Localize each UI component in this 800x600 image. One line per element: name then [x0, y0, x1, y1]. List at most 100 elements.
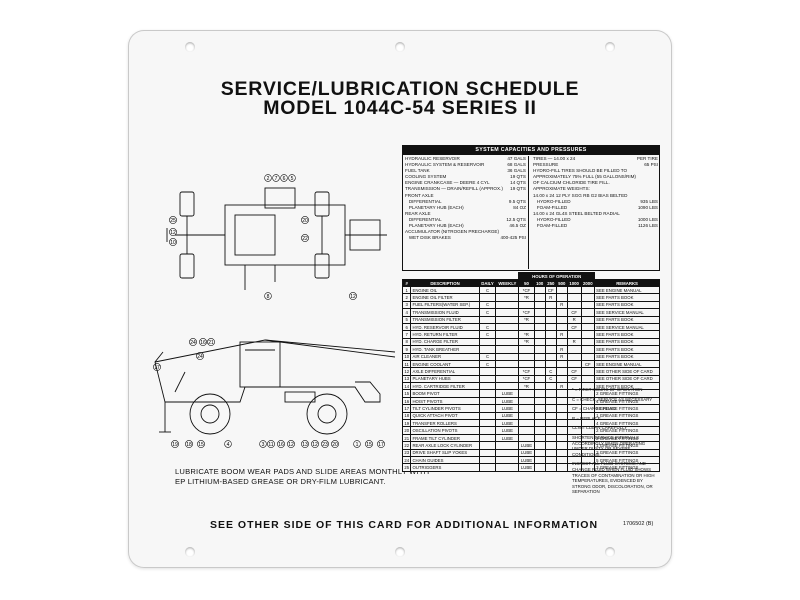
capacity-label: HYDRAULIC SYSTEM & RESERVOIR: [405, 162, 485, 168]
table-cell: DRIVE SHAFT SLIP YOKES: [410, 448, 480, 458]
table-cell: [555, 285, 568, 295]
table-cell: [533, 345, 546, 354]
table-cell: AIR CLEANER: [410, 352, 480, 361]
table-cell: [478, 441, 497, 450]
table-cell: [544, 359, 557, 369]
table-cell: [495, 382, 520, 391]
callout-number: 24: [197, 354, 203, 360]
system-capacities-panel: SYSTEM CAPACITIES AND PRESSURES HYDRAULI…: [402, 145, 660, 271]
table-cell: 1: [401, 285, 412, 295]
callout-circle: [365, 440, 373, 448]
capacity-label: ENGINE CRANKCASE — DEERE 4 CYL: [405, 180, 490, 186]
table-cell: AXLE DIFFERENTIAL: [410, 367, 480, 376]
table-cell: [544, 337, 557, 347]
callout-number: 17: [378, 442, 384, 448]
table-cell: [518, 352, 535, 361]
callout-number: 22: [302, 236, 308, 242]
table-cell: [544, 396, 557, 406]
top-view-diagram: 2 7 6 5 25 12 10 20 22 8 12: [166, 174, 387, 300]
table-cell: SEE OTHER SIDE OF CARD: [594, 367, 660, 376]
table-cell: REAR AXLE LOCK CYLINDER: [410, 441, 480, 450]
capacity-value: 65 PSI: [644, 162, 658, 168]
callout-circle: [197, 440, 205, 448]
table-cell: [544, 411, 557, 421]
table-cell: [533, 293, 546, 302]
table-cell: [544, 419, 557, 428]
table-cell: CHAIN GUIDES: [410, 455, 480, 465]
table-cell: LUBE: [495, 426, 520, 435]
capacity-label: PLANETARY HUB (EACH): [405, 204, 464, 210]
capacity-label: PLANETARY HUB (EACH): [405, 223, 464, 229]
table-cell: [495, 322, 520, 332]
table-cell: *R: [518, 293, 535, 302]
table-cell: HOIST PIVOTS: [410, 396, 480, 406]
table-cell: SEE PARTS BOOK: [594, 352, 660, 361]
table-cell: TRANSMISSION FILTER: [410, 315, 480, 324]
table-cell: 21: [401, 433, 412, 443]
table-cell: [495, 293, 520, 302]
table-cell: C: [478, 322, 497, 332]
column-header: 50: [518, 279, 535, 287]
mounting-hole: [395, 42, 405, 52]
callout-circle: [267, 440, 275, 448]
table-cell: [555, 308, 568, 317]
callout-number: 1: [356, 442, 359, 448]
table-cell: LUBE: [518, 463, 535, 472]
table-cell: [478, 315, 497, 324]
callout-circle: [169, 228, 177, 236]
table-cell: [533, 330, 546, 339]
table-cell: [544, 448, 557, 458]
table-cell: HYD. CHARGE FILTER: [410, 337, 480, 347]
table-cell: 3: [401, 300, 412, 310]
capacity-label: FOAM-FILLED: [533, 204, 568, 210]
table-cell: SEE SERVICE MANUAL: [594, 322, 660, 332]
header-spacer: [594, 272, 660, 280]
table-cell: 3 GREASE FITTINGS: [594, 463, 660, 472]
column-header: 100: [533, 279, 546, 287]
table-cell: *R: [518, 315, 535, 324]
capacity-row: PLANETARY HUB (EACH)84 OZ: [405, 205, 526, 211]
table-cell: [555, 389, 568, 398]
table-cell: 12: [401, 367, 412, 376]
table-cell: CF: [580, 359, 596, 369]
table-cell: [533, 396, 546, 406]
capacity-value: 19 QTS: [510, 186, 526, 192]
callout-number: 25: [170, 218, 176, 224]
table-cell: SEE OTHER SIDE OF CARD: [594, 374, 660, 384]
table-cell: [495, 352, 520, 361]
table-cell: [518, 404, 535, 413]
table-cell: [478, 448, 497, 458]
table-cell: [580, 285, 596, 295]
callout-circle: [301, 234, 309, 242]
table-cell: [580, 322, 596, 332]
callout-number: 16: [278, 442, 284, 448]
capacity-label: HYDRO-FILLED: [533, 198, 571, 204]
callout-circle: [377, 440, 385, 448]
table-cell: LUBE: [495, 433, 520, 443]
table-cell: [495, 345, 520, 354]
table-cell: [544, 315, 557, 324]
table-cell: [495, 367, 520, 376]
callout-number: 20: [332, 442, 338, 448]
table-cell: [533, 411, 546, 421]
capacity-value: 19 QTS: [510, 174, 526, 180]
table-cell: [555, 448, 568, 458]
capacity-value: 9.5 QTS: [508, 198, 526, 204]
table-cell: CF: [566, 308, 582, 317]
footer-note: SEE OTHER SIDE OF THIS CARD FOR ADDITION…: [210, 519, 599, 531]
capacity-label: APPROXIMATE WEIGHTS:: [533, 186, 590, 192]
table-cell: [544, 300, 557, 310]
table-cell: *R: [518, 330, 535, 339]
callout-number: 16: [200, 340, 206, 346]
